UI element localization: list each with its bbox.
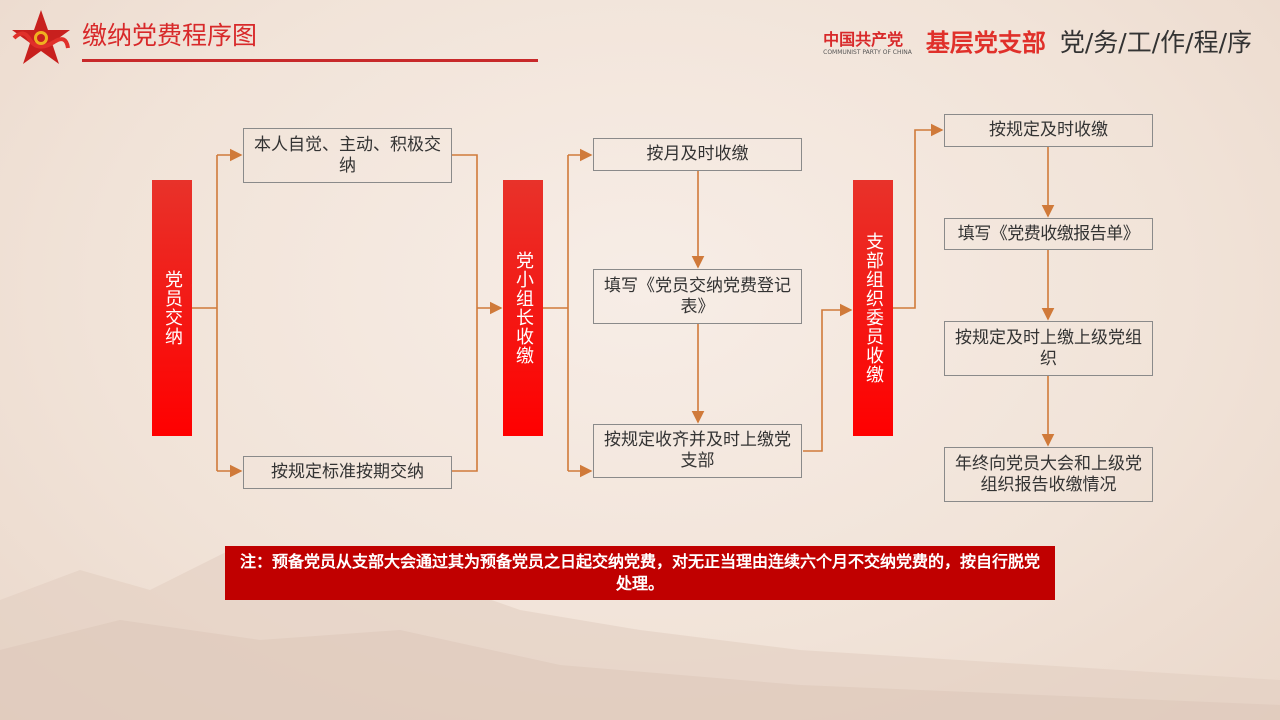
brand-subtitle: 党/务/工/作/程/序	[1059, 28, 1252, 57]
step-submit-higher: 按规定及时上缴上级党组织	[944, 321, 1153, 376]
brand-cpc: 中国共产党	[823, 29, 904, 49]
step-standard-pay: 按规定标准按期交纳	[243, 456, 452, 489]
brand-cpc-block: 中国共产党 COMMUNIST PARTY OF CHINA	[823, 29, 912, 56]
title-underline	[82, 59, 538, 62]
step-monthly-collect: 按月及时收缴	[593, 138, 802, 171]
party-star-logo	[12, 10, 70, 64]
step-timely-collect: 按规定及时收缴	[944, 114, 1153, 147]
stage-group-leader-collect: 党小组长收缴	[503, 180, 543, 436]
brand-header: 中国共产党 COMMUNIST PARTY OF CHINA 基层党支部 党/务…	[823, 22, 1252, 64]
note-banner: 注：预备党员从支部大会通过其为预备党员之日起交纳党费，对无正当理由连续六个月不交…	[225, 546, 1055, 600]
step-submit-branch: 按规定收齐并及时上缴党支部	[593, 424, 802, 478]
step-fill-register: 填写《党员交纳党费登记表》	[593, 269, 802, 324]
stage-branch-committee-collect: 支部组织委员收缴	[853, 180, 893, 436]
brand-cpc-en: COMMUNIST PARTY OF CHINA	[823, 48, 912, 56]
stage-party-member-pay: 党员交纳	[152, 180, 192, 436]
page-title: 缴纳党费程序图	[82, 21, 258, 50]
step-annual-report: 年终向党员大会和上级党组织报告收缴情况	[944, 447, 1153, 502]
step-voluntary-pay: 本人自觉、主动、积极交纳	[243, 128, 452, 183]
step-fill-report: 填写《党费收缴报告单》	[944, 218, 1153, 250]
brand-branch: 基层党支部	[925, 29, 1046, 57]
